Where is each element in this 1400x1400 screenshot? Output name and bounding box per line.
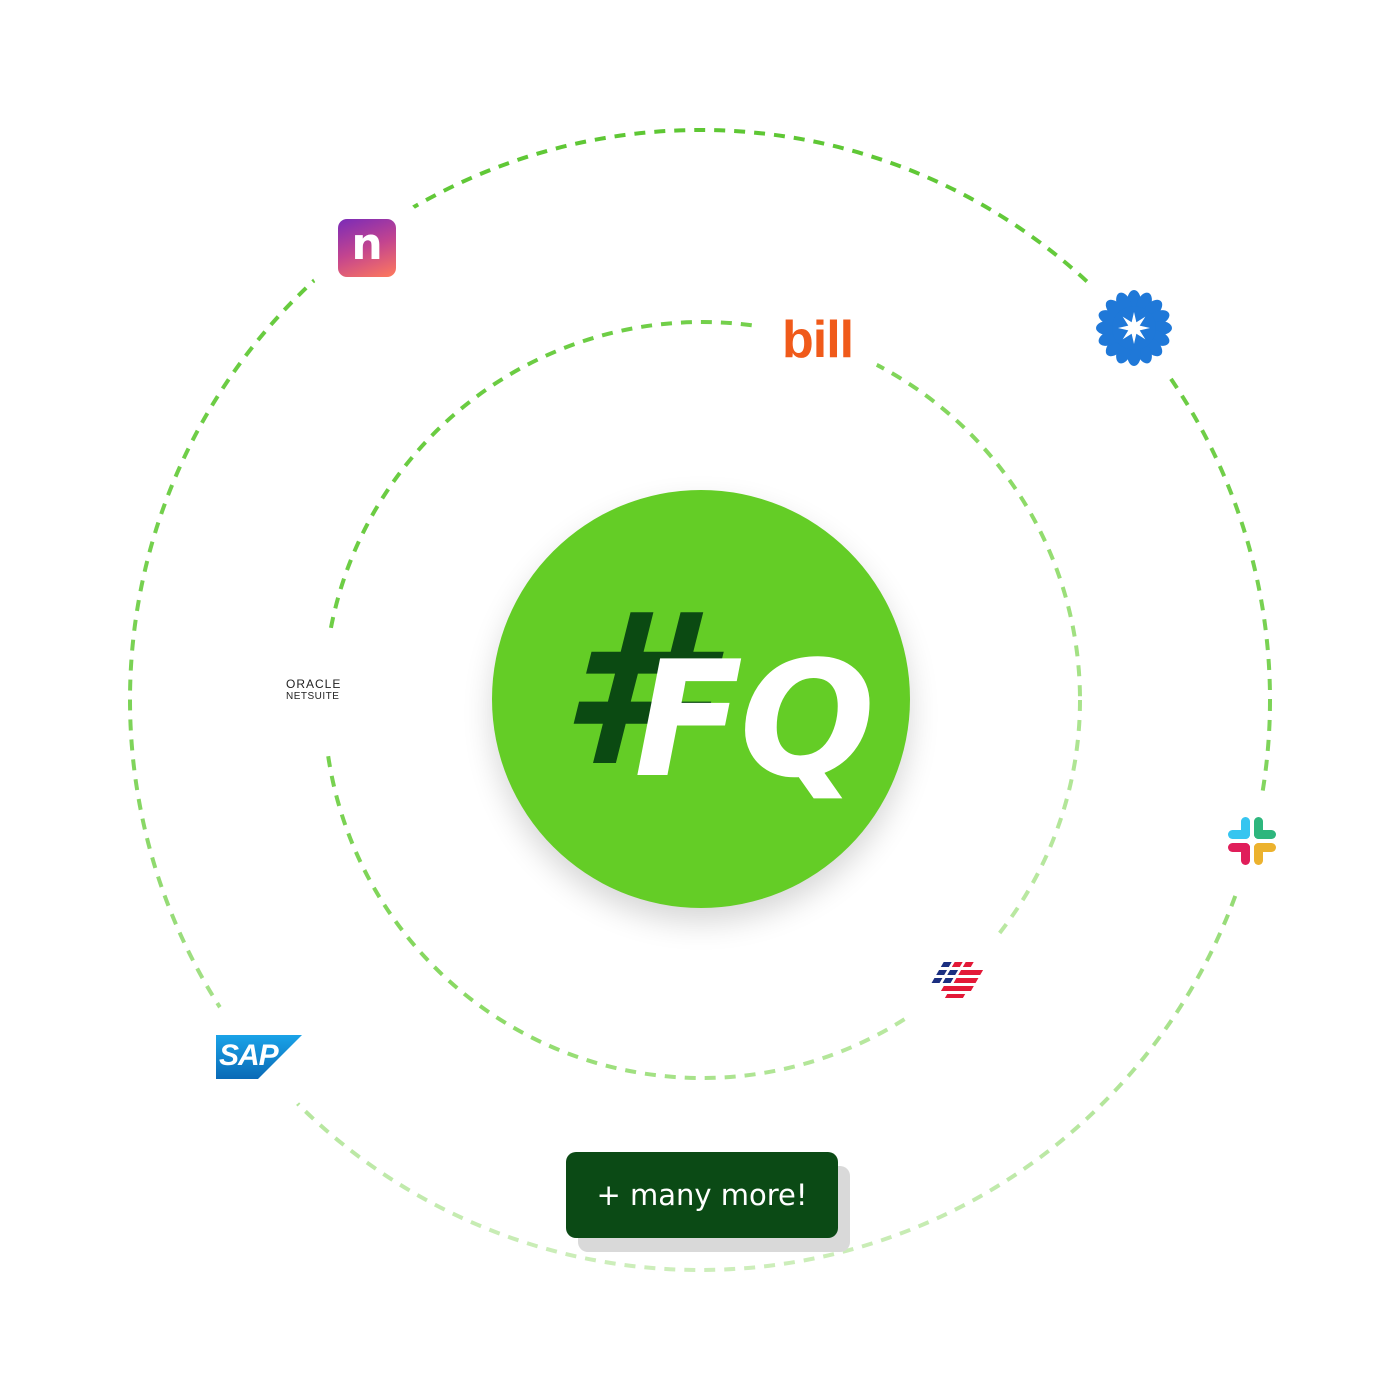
fq-hub: # FQ xyxy=(492,490,910,908)
many-more-button[interactable]: + many more! xyxy=(566,1152,838,1238)
n-app-icon: n xyxy=(338,219,396,277)
blue-flower-icon xyxy=(1096,290,1172,366)
sap-label: SAP xyxy=(219,1039,279,1072)
blue-flower-logo xyxy=(1094,290,1174,366)
fq-label: FQ xyxy=(634,626,875,813)
slack-logo xyxy=(1226,815,1278,867)
bank-of-america-logo xyxy=(916,958,996,1004)
n-app-label: n xyxy=(351,219,383,270)
slack-icon xyxy=(1228,817,1276,865)
hash-symbol: # xyxy=(560,568,707,813)
oracle-netsuite-logo: ORACLE NETSUITE xyxy=(286,678,376,706)
bill-label: bill xyxy=(782,311,854,369)
bill-logo: bill xyxy=(782,312,862,368)
oracle-label: ORACLE xyxy=(286,677,342,691)
netsuite-label: NETSUITE xyxy=(286,691,340,702)
sap-logo: SAP xyxy=(216,1035,302,1079)
outer-orbit xyxy=(128,128,1272,1272)
boa-flag-icon xyxy=(931,962,984,998)
sap-shape-icon xyxy=(216,1035,302,1079)
